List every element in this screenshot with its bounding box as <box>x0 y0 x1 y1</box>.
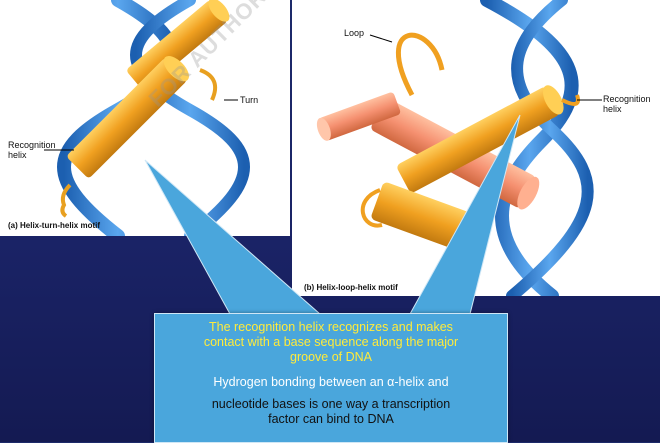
caption-a: (a) Helix-turn-helix motif <box>8 221 100 230</box>
callout-white-line1: Hydrogen bonding between an α-helix and <box>155 375 507 390</box>
callout-binding-text: nucleotide bases is one way a transcript… <box>155 397 507 427</box>
turn-label: Turn <box>240 95 258 105</box>
callout-black-line1: nucleotide bases is one way a transcript… <box>155 397 507 412</box>
caption-b: (b) Helix-loop-helix motif <box>304 283 398 292</box>
loop-label: Loop <box>344 28 364 38</box>
recognition-helix-label-b-line2: helix <box>603 104 622 114</box>
panel-helix-loop-helix: Loop Recognition helix (b) Helix-loop-he… <box>292 0 660 296</box>
callout-box: The recognition helix recognizes and mak… <box>154 313 508 443</box>
helix-turn-helix-illustration <box>0 0 290 236</box>
panel-helix-turn-helix: Turn Recognition helix (a) Helix-turn-he… <box>0 0 290 236</box>
callout-recognition-text: The recognition helix recognizes and mak… <box>155 320 507 365</box>
callout-yellow-line2: contact with a base sequence along the m… <box>155 335 507 350</box>
callout-hydrogen-text: Hydrogen bonding between an α-helix and <box>155 375 507 390</box>
recognition-helix-label-a-line1: Recognition <box>8 140 56 150</box>
callout-yellow-line3: groove of DNA <box>155 350 507 365</box>
recognition-helix-label-b-line1: Recognition <box>603 94 651 104</box>
dna-double-helix-b <box>487 0 588 296</box>
callout-yellow-line1: The recognition helix recognizes and mak… <box>155 320 507 335</box>
recognition-helix-label-a-line2: helix <box>8 150 27 160</box>
callout-black-line2: factor can bind to DNA <box>155 412 507 427</box>
helix-loop-helix-illustration <box>292 0 660 296</box>
